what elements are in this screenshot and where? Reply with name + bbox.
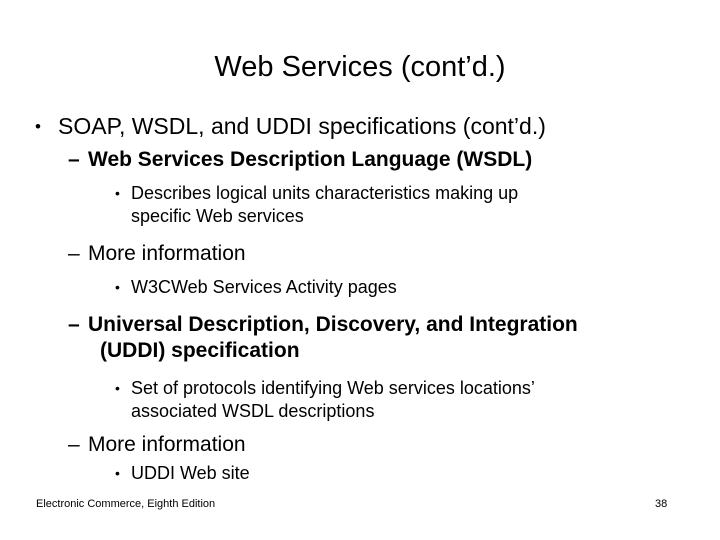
- list-item-level2-more-information-1: – More information: [0, 241, 700, 267]
- list-item-level3-describes-logical-units: • Describes logical units characteristic…: [0, 182, 700, 228]
- bullet-dash-icon: –: [68, 148, 80, 171]
- list-item-text: Universal Description, Discovery, and In…: [88, 312, 700, 364]
- bullet-dot-icon: •: [35, 117, 41, 136]
- list-item-level2-wsdl: – Web Services Description Language (WSD…: [0, 147, 700, 173]
- list-item-text: Describes logical units characteristics …: [131, 182, 700, 228]
- list-item-level3-w3c-web-services-activity: • W3CWeb Services Activity pages: [0, 276, 700, 299]
- footer-source-text: Electronic Commerce, Eighth Edition: [36, 498, 216, 510]
- spacer: [0, 368, 700, 377]
- list-item-level2-uddi-specification: – Universal Description, Discovery, and …: [0, 312, 700, 364]
- bullet-dot-icon: •: [115, 380, 120, 396]
- list-item-text: More information: [88, 433, 246, 456]
- spacer: [0, 232, 700, 241]
- list-item-level3-set-of-protocols: • Set of protocols identifying Web servi…: [0, 377, 700, 423]
- bullet-dash-icon: –: [68, 433, 80, 456]
- list-item-text: Web Services Description Language (WSDL): [88, 148, 533, 171]
- list-item-text-line1: Universal Description, Discovery, and In…: [88, 313, 578, 336]
- list-item-text-line2: associated WSDL descriptions: [131, 401, 375, 421]
- bullet-dash-icon: –: [68, 242, 80, 265]
- list-item-text-line1: Set of protocols identifying Web service…: [131, 378, 535, 398]
- list-item-text: UDDI Web site: [131, 463, 250, 483]
- bullet-dot-icon: •: [115, 279, 120, 295]
- list-item-text: W3CWeb Services Activity pages: [131, 277, 397, 297]
- list-item-text-line1: Describes logical units characteristics …: [131, 183, 519, 203]
- bullet-dash-icon: –: [68, 313, 80, 336]
- list-item-level2-more-information-2: – More information: [0, 432, 700, 458]
- list-item-text: Set of protocols identifying Web service…: [131, 377, 700, 423]
- slide-body-list: • SOAP, WSDL, and UDDI specifications (c…: [0, 112, 700, 489]
- bullet-dot-icon: •: [115, 465, 120, 481]
- footer-page-number: 38: [655, 498, 668, 510]
- page-title: Web Services (cont’d.): [214, 51, 506, 83]
- spacer: [0, 303, 700, 312]
- list-item-level1-soap-wsdl-uddi: • SOAP, WSDL, and UDDI specifications (c…: [0, 112, 700, 141]
- list-item-level3-uddi-web-site: • UDDI Web site: [0, 462, 700, 485]
- bullet-dot-icon: •: [115, 185, 120, 201]
- list-item-text-line2: (UDDI) specification: [100, 339, 300, 362]
- list-item-text: SOAP, WSDL, and UDDI specifications (con…: [58, 113, 546, 139]
- list-item-text: More information: [88, 242, 246, 265]
- list-item-text-line2: specific Web services: [131, 206, 304, 226]
